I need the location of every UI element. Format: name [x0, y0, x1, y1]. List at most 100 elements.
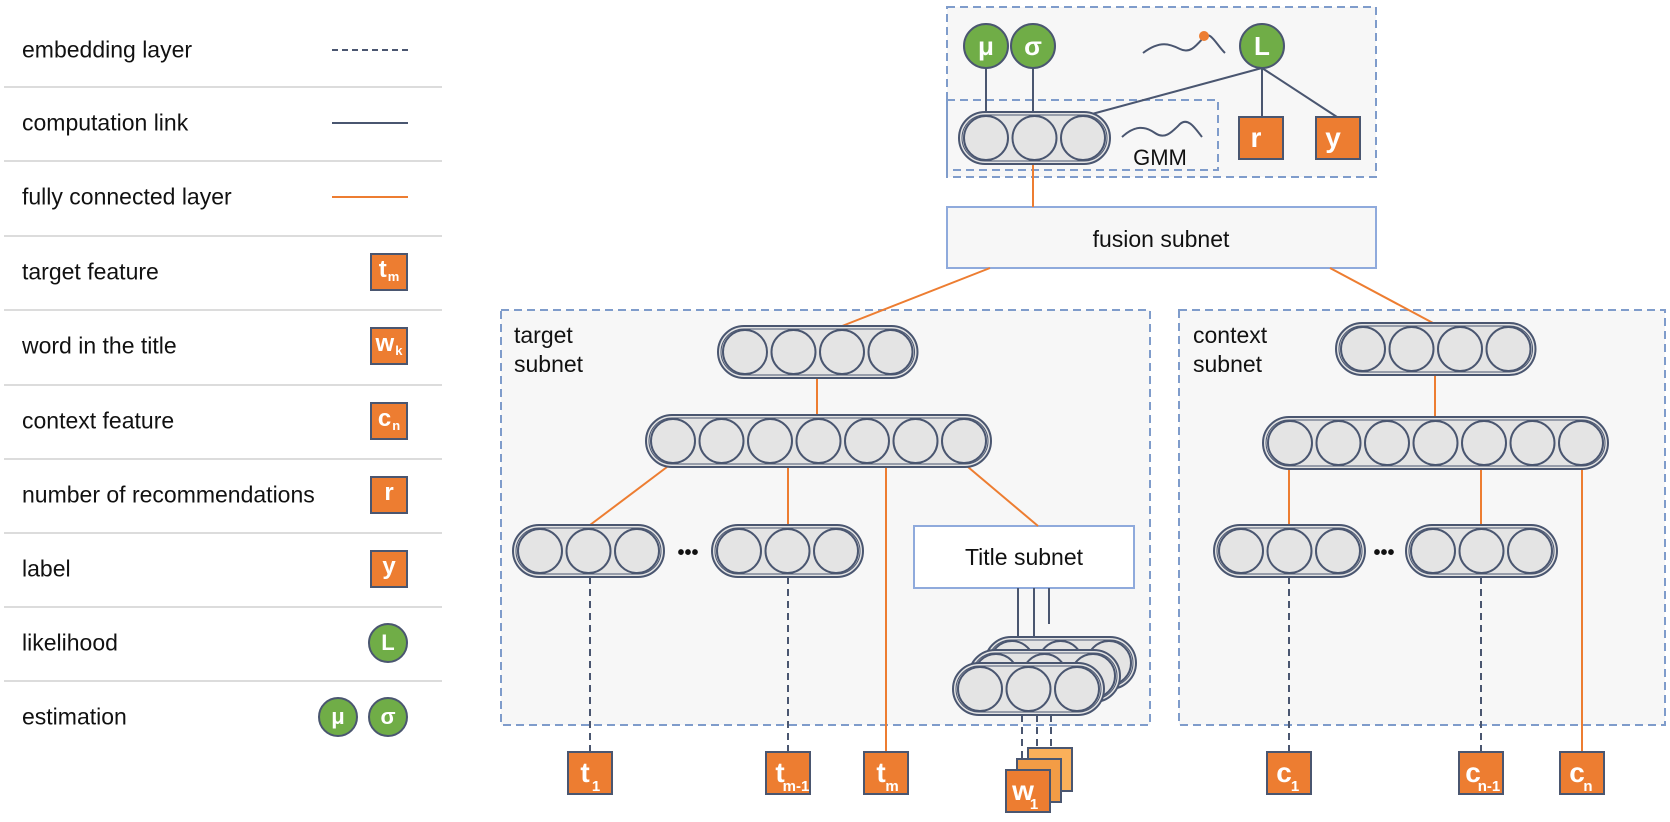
- legend-row-embedding: embedding layer: [4, 13, 442, 87]
- legend-divider: [4, 532, 442, 534]
- neuron-node: [1412, 420, 1459, 466]
- r-input-glyph: r: [1251, 122, 1262, 153]
- neuron-node: [698, 418, 745, 464]
- gmm-panel: [946, 99, 1219, 171]
- target-subnet-label-2: subnet: [514, 351, 584, 377]
- legend-label: computation link: [22, 109, 189, 136]
- neuron-node: [1437, 326, 1483, 372]
- c1-input-subscript: 1: [1291, 778, 1299, 795]
- gmm-curve-icon: [1121, 120, 1203, 138]
- fusion-to-context-link: [1329, 267, 1434, 324]
- legend-label: target feature: [22, 258, 159, 285]
- legend-label: estimation: [22, 703, 127, 730]
- likelihood-node: L: [1239, 23, 1285, 69]
- tm-input-box: [863, 751, 909, 795]
- sigma-node-glyph: σ: [1024, 31, 1042, 61]
- neuron-node: [844, 418, 890, 464]
- neuron-node: [795, 418, 842, 464]
- target-subnet-label: target: [514, 322, 573, 348]
- sigma-node-circle: [1010, 23, 1056, 69]
- context-mid-layer: [1262, 416, 1609, 470]
- target-mid-layer: [645, 414, 992, 468]
- gmm-node-layer: [958, 111, 1111, 165]
- neuron-node: [1485, 326, 1532, 372]
- neuron-node: [957, 666, 1003, 712]
- legend-row-recommendations: number of recommendations r: [4, 458, 442, 532]
- cn1-input-glyph: c: [1465, 757, 1481, 788]
- context-subnet-label: context: [1193, 322, 1268, 348]
- neuron-node: [1340, 326, 1386, 372]
- legend-divider: [4, 160, 442, 162]
- r-input: r: [1238, 116, 1284, 160]
- neuron-node: [1364, 420, 1410, 466]
- neuron-node: [1558, 420, 1604, 466]
- neuron-node: [892, 418, 939, 464]
- neuron-node: [819, 329, 865, 375]
- tm1-input-box: [765, 751, 811, 795]
- fusion-subnet-box: [946, 206, 1377, 269]
- neuron-node: [747, 418, 793, 464]
- tm-input-subscript: m: [885, 778, 898, 795]
- neuron-node: [1218, 528, 1264, 574]
- neuron-node: [614, 528, 660, 574]
- neuron-node: [770, 329, 817, 375]
- neuron-node: [1011, 115, 1058, 161]
- neuron-node: [867, 329, 914, 375]
- neuron-node: [941, 418, 987, 464]
- label-icon: y: [370, 550, 408, 588]
- gmm-label: GMM: [1133, 145, 1187, 170]
- legend-row-estimation: estimation μ σ: [4, 680, 442, 754]
- neuron-node: [716, 528, 762, 574]
- title-subnet-label: Title subnet: [965, 544, 1084, 570]
- y-input: y: [1315, 116, 1361, 160]
- legend-divider: [4, 235, 442, 237]
- ellipsis-icon: •••: [677, 542, 698, 564]
- pill-inner-outline: [1338, 325, 1533, 373]
- neuron-node: [1005, 666, 1052, 712]
- legend-divider: [4, 458, 442, 460]
- neuron-node: [1315, 528, 1361, 574]
- legend-divider: [4, 86, 442, 88]
- ellipsis-icon: •••: [1373, 542, 1394, 564]
- pill-outline: [717, 325, 919, 379]
- cn1-input-box: [1458, 751, 1504, 795]
- legend-divider: [4, 680, 442, 682]
- t1-input-box: [567, 751, 613, 795]
- legend-label: word in the title: [22, 332, 177, 359]
- title-subnet-box: [913, 525, 1135, 589]
- neuron-node: [1507, 528, 1553, 574]
- target-mid-to-title-link: [967, 466, 1039, 527]
- tm-input-glyph: t: [876, 757, 885, 788]
- target-top-layer: [717, 325, 919, 379]
- cn-input-subscript: n: [1583, 778, 1592, 795]
- neuron-node: [1509, 420, 1556, 466]
- dashed-line-icon: [332, 49, 408, 51]
- target-left-layer: [512, 524, 665, 578]
- neuron-node: [1266, 528, 1313, 574]
- t1-input-subscript: 1: [592, 778, 600, 795]
- legend-row-label: label y: [4, 532, 442, 606]
- neuron-node: [650, 418, 696, 464]
- likelihood-to-gmm-link: [1091, 67, 1263, 115]
- title-embedding-layer-1: [952, 662, 1105, 716]
- w1-input-box: [1005, 769, 1051, 813]
- legend-row-likelihood: likelihood L: [4, 606, 442, 680]
- c1-input-box: [1266, 751, 1312, 795]
- solid-line-icon: [332, 122, 408, 124]
- orange-line-icon: [332, 196, 408, 198]
- context-subnet-label-2: subnet: [1193, 351, 1263, 377]
- pill-outline: [1335, 322, 1537, 376]
- neuron-node: [1267, 420, 1313, 466]
- likelihood-node-circle: [1239, 23, 1285, 69]
- legend-label: label: [22, 555, 71, 582]
- legend-divider: [4, 606, 442, 608]
- neuron-node: [1060, 115, 1106, 161]
- legend: embedding layer computation link fully c…: [0, 0, 446, 822]
